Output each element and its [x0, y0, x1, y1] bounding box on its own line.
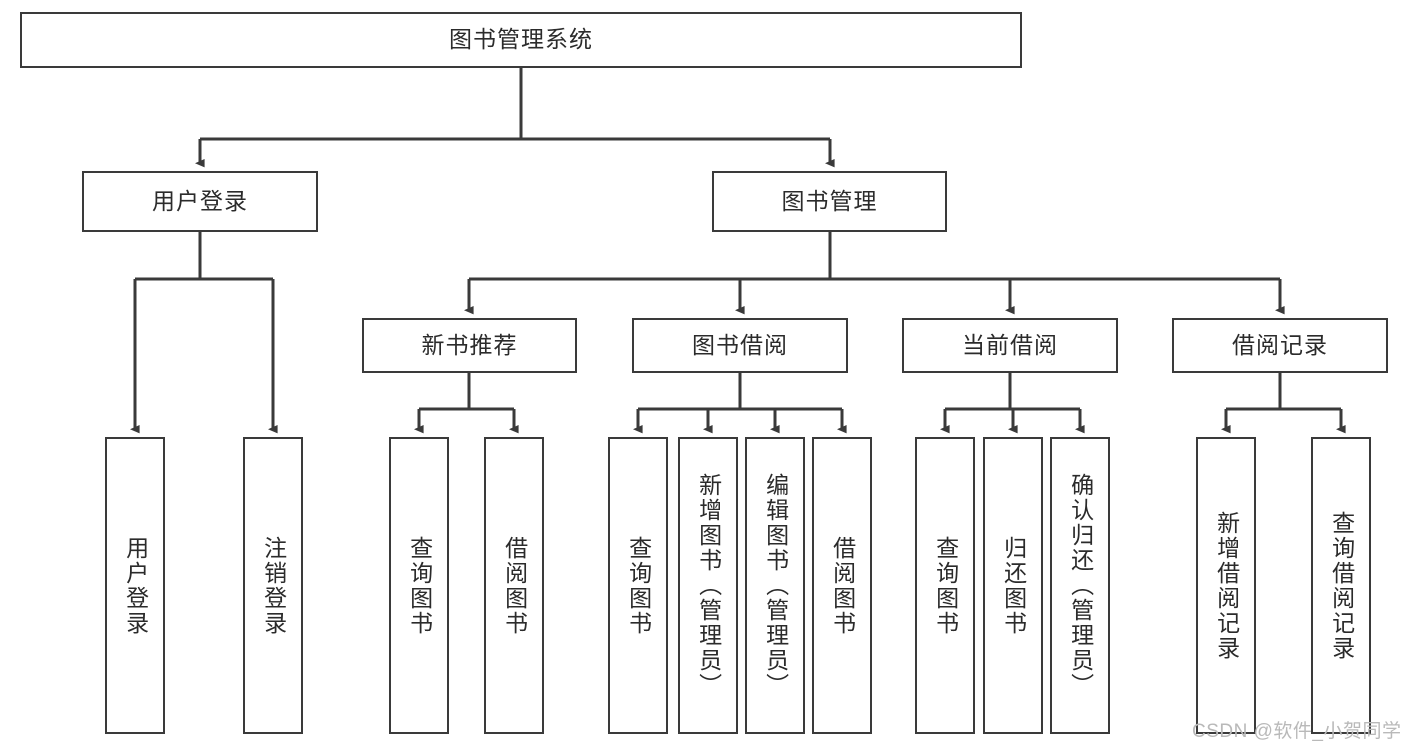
node-label: 归还图书: [1000, 535, 1027, 636]
node-user-login[interactable]: 用户登录: [82, 171, 318, 232]
node-label: 新增借阅记录: [1213, 510, 1240, 661]
node-label: 查询图书: [406, 535, 433, 636]
leaf-new-book-query[interactable]: 查询图书: [389, 437, 449, 734]
leaf-book-borrow-edit[interactable]: 编辑图书（管理员）: [745, 437, 805, 734]
leaf-new-book-borrow[interactable]: 借阅图书: [484, 437, 544, 734]
leaf-current-borrow-return[interactable]: 归还图书: [983, 437, 1043, 734]
node-label: 确认归还（管理员）: [1067, 473, 1094, 698]
leaf-borrow-record-add[interactable]: 新增借阅记录: [1196, 437, 1256, 734]
node-label: 当前借阅: [962, 331, 1058, 358]
leaf-current-borrow-confirm-return[interactable]: 确认归还（管理员）: [1050, 437, 1110, 734]
node-label: 查询图书: [932, 535, 959, 636]
node-label: 查询图书: [625, 535, 652, 636]
node-label: 图书管理系统: [449, 26, 593, 53]
node-new-book-recommend[interactable]: 新书推荐: [362, 318, 577, 373]
node-label: 查询借阅记录: [1328, 510, 1355, 661]
node-root-system[interactable]: 图书管理系统: [20, 12, 1022, 68]
leaf-user-login-login[interactable]: 用户登录: [105, 437, 165, 734]
node-current-borrow[interactable]: 当前借阅: [902, 318, 1118, 373]
node-label: 编辑图书（管理员）: [762, 473, 789, 698]
node-label: 用户登录: [122, 535, 149, 636]
node-label: 图书借阅: [692, 331, 788, 358]
leaf-book-borrow-query[interactable]: 查询图书: [608, 437, 668, 734]
node-label: 新书推荐: [421, 331, 518, 358]
node-label: 新增图书（管理员）: [695, 473, 722, 698]
node-borrow-record[interactable]: 借阅记录: [1172, 318, 1388, 373]
node-book-borrow[interactable]: 图书借阅: [632, 318, 848, 373]
node-label: 借阅记录: [1232, 331, 1328, 358]
leaf-user-login-logout[interactable]: 注销登录: [243, 437, 303, 734]
node-book-management[interactable]: 图书管理: [712, 171, 947, 232]
leaf-book-borrow-lend[interactable]: 借阅图书: [812, 437, 872, 734]
node-label: 用户登录: [152, 187, 248, 214]
node-label: 注销登录: [260, 535, 287, 636]
node-label: 借阅图书: [501, 535, 528, 636]
node-label: 借阅图书: [829, 535, 856, 636]
csdn-watermark: CSDN @软件_小贺同学: [1192, 721, 1402, 742]
leaf-current-borrow-query[interactable]: 查询图书: [915, 437, 975, 734]
leaf-book-borrow-add[interactable]: 新增图书（管理员）: [678, 437, 738, 734]
leaf-borrow-record-query[interactable]: 查询借阅记录: [1311, 437, 1371, 734]
node-label: 图书管理: [781, 187, 878, 214]
